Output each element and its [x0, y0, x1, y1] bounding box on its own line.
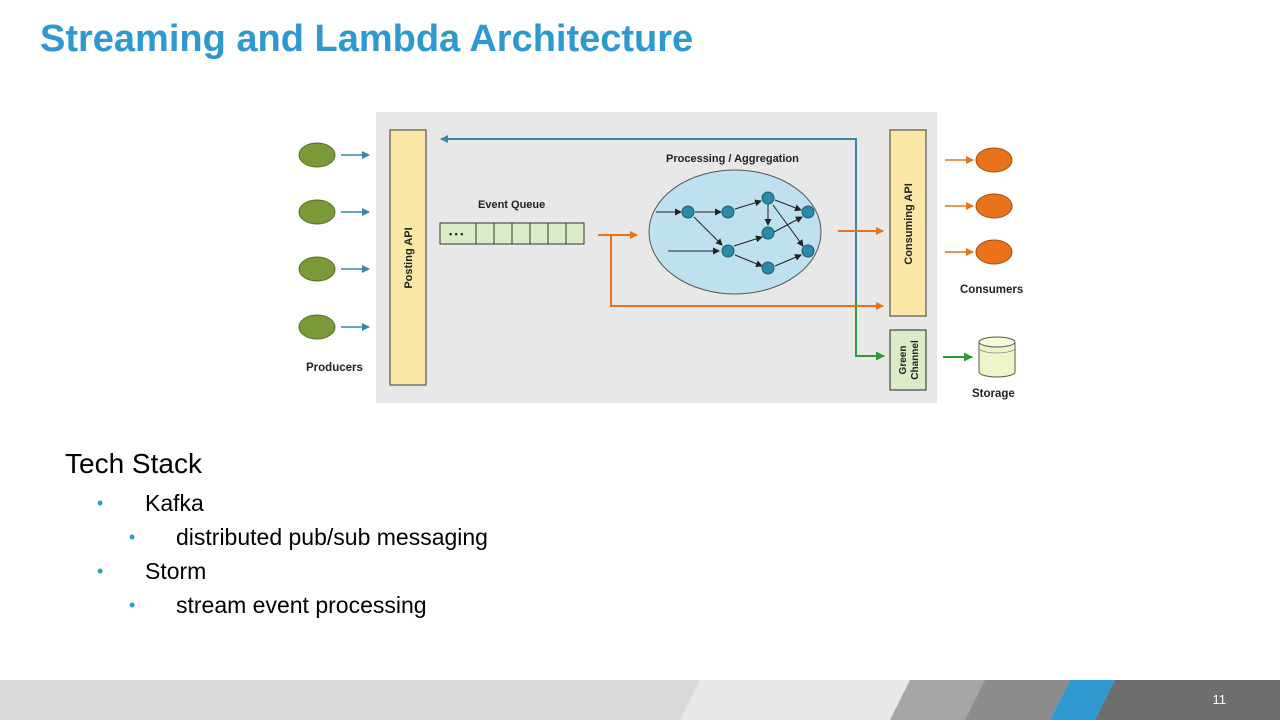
storage-label: Storage — [972, 388, 1015, 400]
consuming-api-label: Consuming API — [903, 183, 915, 264]
consumer-node — [975, 193, 1013, 219]
page-number: 11 — [1212, 692, 1227, 707]
slide-title: Streaming and Lambda Architecture — [40, 18, 694, 60]
event-queue: • • • — [439, 222, 585, 245]
producer-node — [298, 142, 336, 168]
bullet-icon: • — [97, 493, 104, 513]
green-channel-label-2: Channel — [910, 340, 921, 380]
green-channel-box — [889, 329, 927, 391]
processing-area — [648, 169, 822, 295]
feedback-arrow — [440, 135, 857, 355]
processing-nodes — [681, 191, 815, 275]
event-queue-label: Event Queue — [478, 199, 545, 211]
tech-item-detail: stream event processing — [176, 592, 427, 618]
green-channel-label-1: Green — [898, 346, 909, 375]
footer-bar — [0, 680, 1280, 720]
producer-node — [298, 199, 336, 225]
consumer-node — [975, 147, 1013, 173]
consumers-label: Consumers — [960, 284, 1023, 296]
list-item: • Kafka — [65, 486, 488, 520]
producer-node — [298, 314, 336, 340]
bullet-icon: • — [97, 561, 104, 581]
producers-group: Producers — [298, 142, 370, 374]
queue-bypass-arrow — [610, 235, 884, 310]
bullet-icon: • — [129, 527, 136, 547]
tech-stack: Tech Stack • Kafka • distributed pub/sub m… — [65, 448, 488, 622]
producers-label: Producers — [306, 362, 363, 374]
list-item: • Storm — [65, 554, 488, 588]
posting-api-label: Posting API — [403, 227, 415, 288]
consuming-api-box — [889, 129, 927, 317]
consumers-group: Consumers — [945, 147, 1023, 296]
list-item: • distributed pub/sub messaging — [65, 520, 488, 554]
tech-item-label: Storm — [145, 558, 207, 584]
list-item: • stream event processing — [65, 588, 488, 622]
green-channel-arrow — [855, 300, 885, 361]
producer-node — [298, 256, 336, 282]
tech-item-detail: distributed pub/sub messaging — [176, 524, 488, 550]
tech-stack-heading: Tech Stack — [65, 448, 202, 479]
tech-item-label: Kafka — [145, 490, 204, 516]
processing-label: Processing / Aggregation — [666, 153, 799, 165]
posting-api-box — [389, 129, 427, 386]
bullet-icon: • — [129, 595, 136, 615]
consumer-node — [975, 239, 1013, 265]
processing-graph — [656, 199, 804, 267]
storage-cylinder-icon — [978, 336, 1016, 378]
queue-ellipsis: • • • — [449, 229, 463, 239]
